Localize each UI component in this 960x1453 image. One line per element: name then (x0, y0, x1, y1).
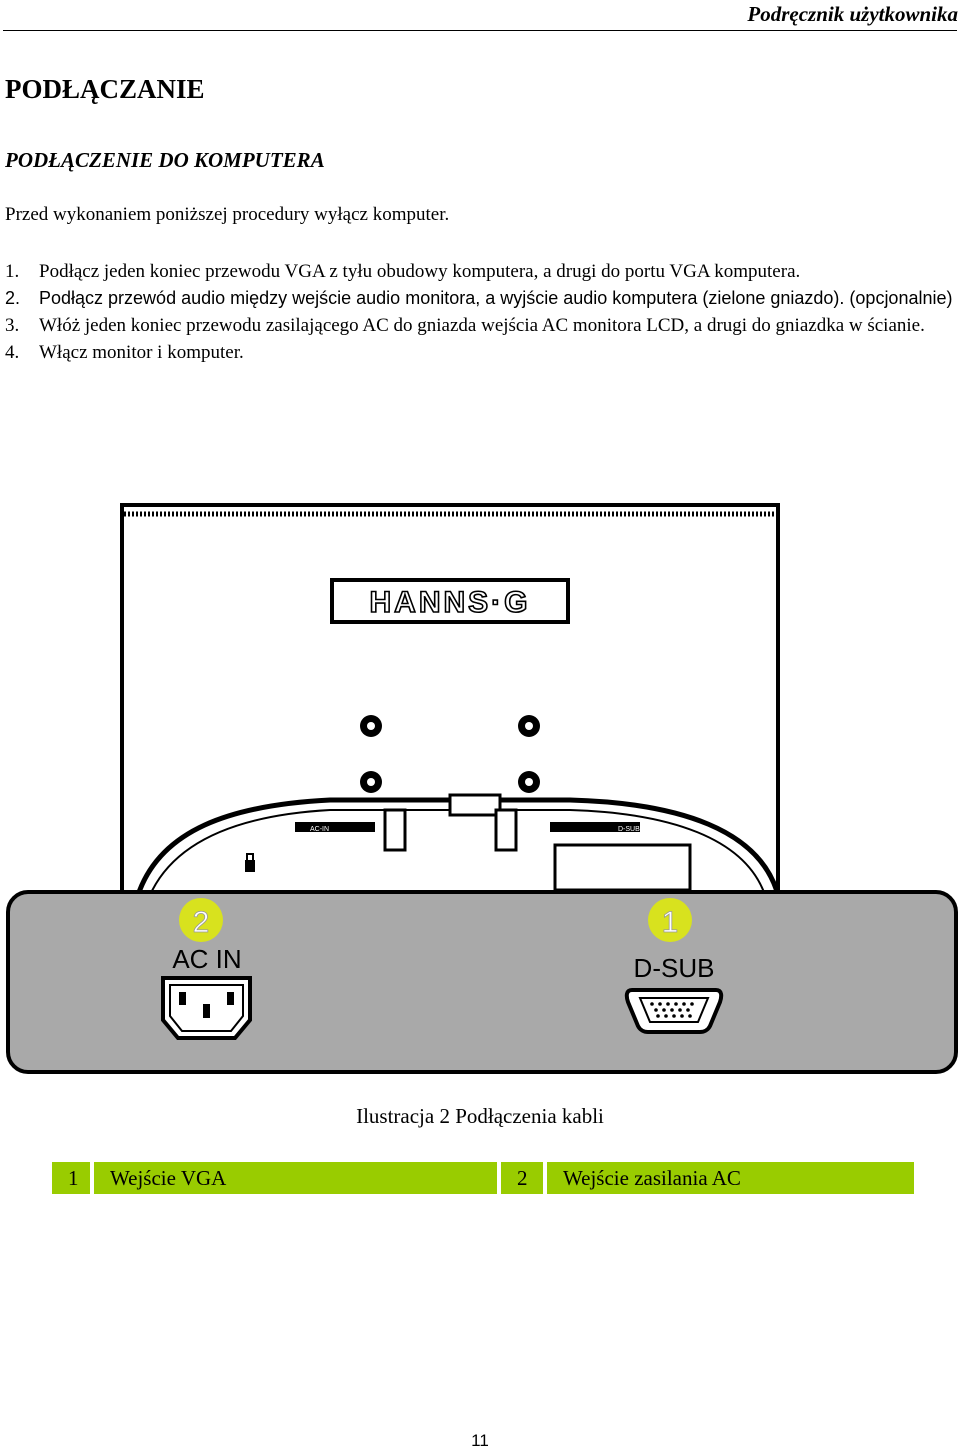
step-3: 3. Włóż jeden koniec przewodu zasilające… (5, 312, 955, 339)
step-number: 2. (5, 288, 21, 308)
page-number: 11 (471, 1431, 489, 1450)
brand-logo: HANNS·G (370, 586, 531, 619)
step-1: 1. Podłącz jeden koniec przewodu VGA z t… (5, 258, 955, 285)
svg-text:1: 1 (662, 906, 679, 939)
small-label-d-sub: D-SUB (618, 826, 640, 833)
legend-gap (497, 1162, 501, 1194)
figure-caption: Ilustracja 2 Podłączenia kabli (356, 1104, 604, 1128)
subsection-title: PODŁĄCZENIE DO KOMPUTERA (5, 148, 325, 172)
step-number: 4. (5, 342, 20, 363)
steps-list: 1. Podłącz jeden koniec przewodu VGA z t… (5, 258, 955, 366)
logo-plate (330, 578, 570, 624)
lock-icon (245, 853, 255, 872)
header-rule (3, 30, 957, 31)
svg-text:2: 2 (193, 906, 210, 939)
legend-label-2: Wejście zasilania AC (547, 1162, 914, 1194)
legend-number-2: 2 (501, 1162, 543, 1194)
step-text: Włóż jeden koniec przewodu zasilającego … (39, 315, 925, 336)
section-title: PODŁĄCZANIE (5, 74, 205, 104)
monitor-rear-illustration: HANNS·G AC-IN D-SUB 2 AC IN 1 D-SUB (6, 503, 958, 1074)
vesa-screw-holes (360, 715, 540, 793)
intro-text: Przed wykonaniem poniższej procedury wył… (5, 204, 450, 225)
header-title: Podręcznik użytkownika (747, 2, 958, 26)
port-badge-1 (648, 898, 692, 942)
port-panel (6, 890, 958, 1074)
legend-gap (90, 1162, 94, 1194)
monitor-back-outline (120, 503, 780, 897)
d-sub-label: D-SUB (634, 953, 715, 983)
ac-in-label: AC IN (172, 944, 241, 974)
lower-housing (135, 797, 781, 896)
step-text: Włącz monitor i komputer. (39, 342, 244, 363)
small-label-ac-in: AC-IN (310, 826, 329, 833)
step-number: 1. (5, 261, 20, 282)
step-text: Podłącz jeden koniec przewodu VGA z tyłu… (39, 261, 801, 282)
step-2: 2. Podłącz przewód audio między wejście … (5, 285, 955, 312)
legend-gap (543, 1162, 547, 1194)
legend-table: 1 Wejście VGA 2 Wejście zasilania AC (52, 1162, 914, 1194)
port-badge-2 (179, 898, 223, 942)
legend-number-1: 1 (52, 1162, 90, 1194)
step-number: 3. (5, 315, 20, 336)
d-sub-connector (624, 988, 724, 1034)
step-4: 4. Włącz monitor i komputer. (5, 339, 955, 366)
step-text: Podłącz przewód audio między wejście aud… (39, 288, 953, 308)
legend-label-1: Wejście VGA (94, 1162, 497, 1194)
